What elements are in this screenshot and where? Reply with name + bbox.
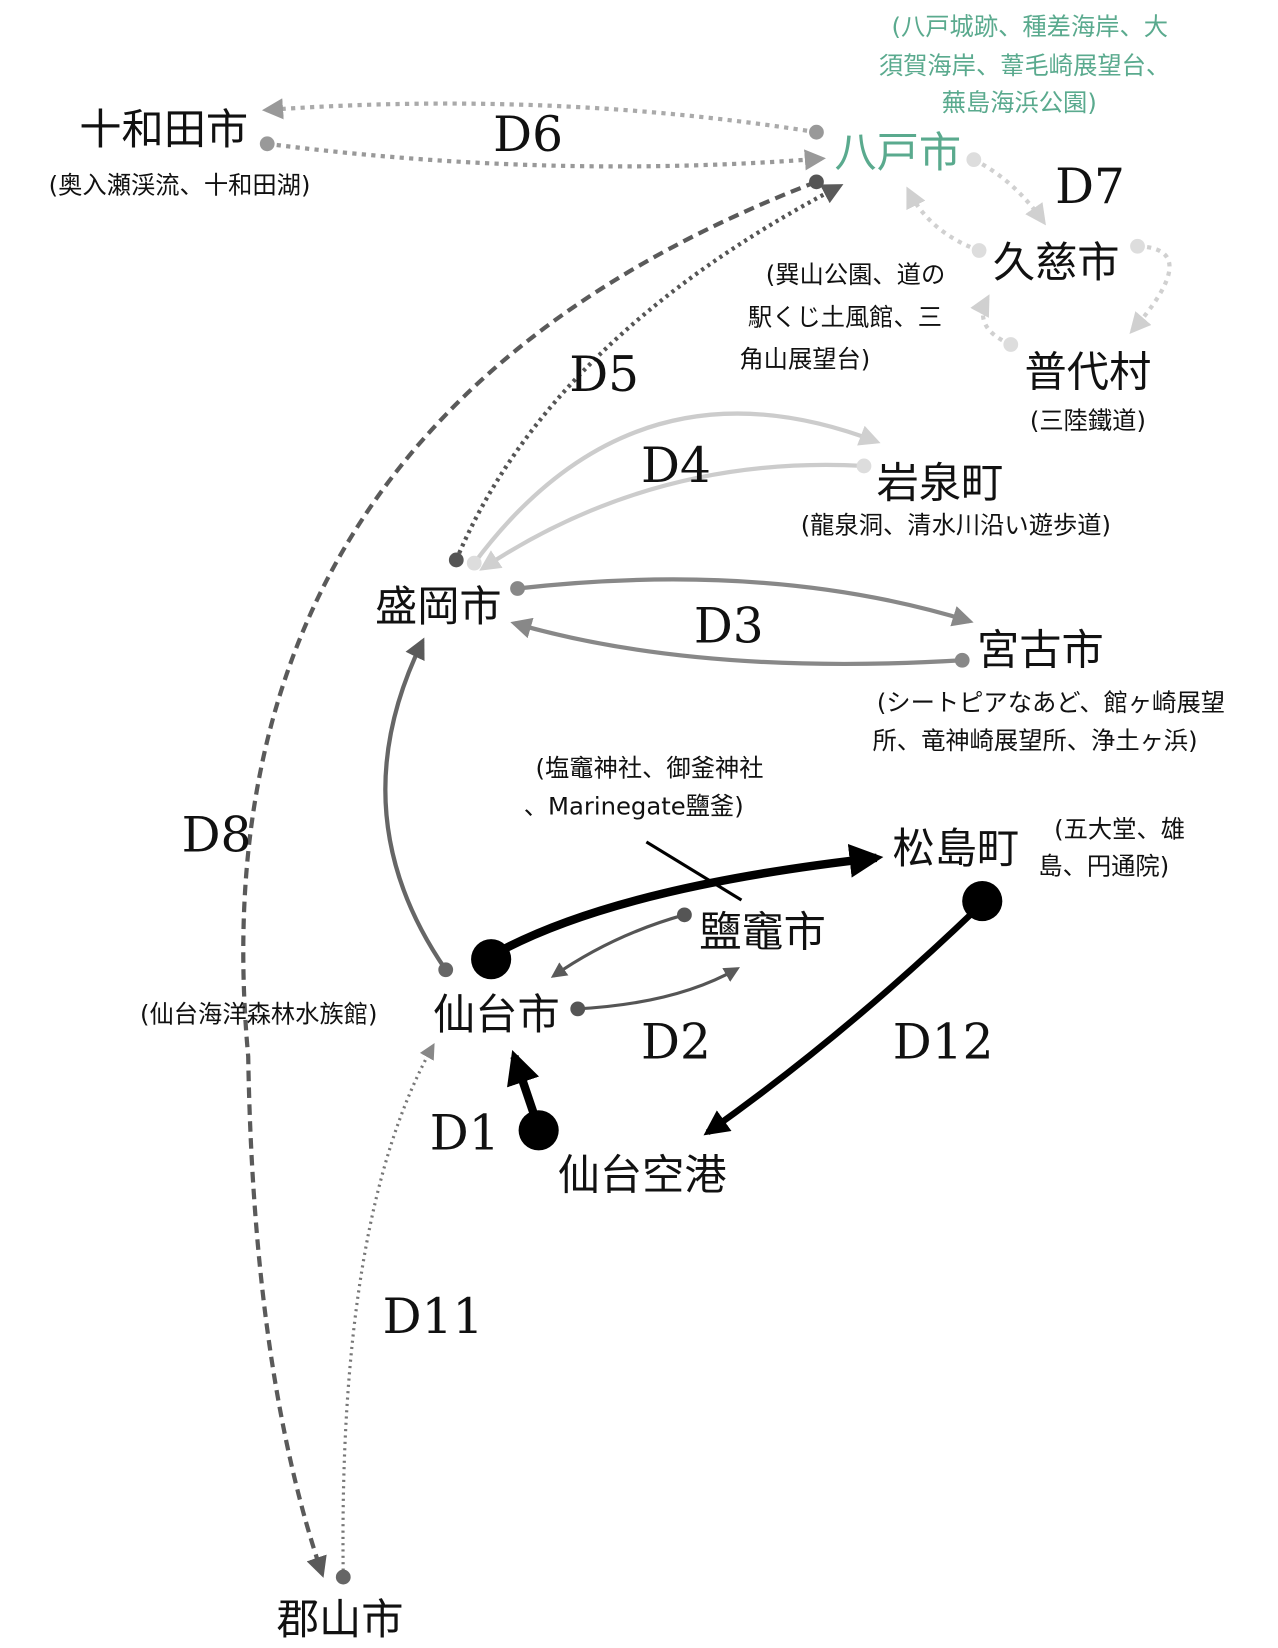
edges <box>241 98 1172 1578</box>
day-label-d11: D11 <box>383 1289 484 1345</box>
edge-d4-morioka-iwaizumi <box>472 411 881 565</box>
note-shiogama-2: 、Marinegate鹽釜) <box>524 791 744 820</box>
edge-sendai-matsushima <box>489 844 884 960</box>
note-miyako-2: 所、竜神崎展望所、浄土ヶ浜) <box>873 726 1198 755</box>
city-miyako: 宮古市 <box>977 626 1104 675</box>
edge-d11-koriyama-sendai <box>341 1043 435 1578</box>
note-matsushima-2: 島、円通院) <box>1038 852 1169 881</box>
note-sendai: (仙台海洋森林水族館) <box>140 1000 377 1029</box>
city-hachinohe: 八戸市 <box>834 128 961 177</box>
edge-d7-fudai-kuji <box>970 294 1012 347</box>
edge-sendai-morioka <box>383 637 448 971</box>
edge-d3-miyako-morioka <box>510 617 963 667</box>
note-shiogama-1: (塩竈神社、御釜神社 <box>536 753 764 782</box>
city-matsushima: 松島町 <box>893 824 1020 873</box>
note-iwaizumi: (龍泉洞、清水川沿い遊歩道) <box>801 511 1111 540</box>
day-label-d4: D4 <box>641 438 711 494</box>
note-fudai: (三陸鐵道) <box>1030 406 1146 435</box>
day-label-d1: D1 <box>430 1105 500 1161</box>
day-label-d12: D12 <box>893 1014 994 1070</box>
note-kuji-3: 角山展望台) <box>739 345 870 374</box>
city-fudai: 普代村 <box>1025 348 1152 397</box>
note-hachinohe-2: 須賀海岸、葦毛崎展望台、 <box>879 51 1170 80</box>
edge-d7-hachinohe-kuji <box>972 157 1046 226</box>
day-label-d8: D8 <box>182 807 252 863</box>
day-label-d2: D2 <box>641 1014 711 1070</box>
note-kuji-1: (巽山公園、道の <box>766 260 945 289</box>
city-koriyama: 郡山市 <box>277 1595 404 1644</box>
day-label-d5: D5 <box>569 347 639 403</box>
edge-d4-iwaizumi-morioka <box>479 462 865 571</box>
day-label-d7: D7 <box>1055 159 1125 215</box>
day-label-d6: D6 <box>493 107 563 163</box>
edge-d5-morioka-hachinohe <box>454 184 844 561</box>
endpoint-dots <box>259 124 1145 1585</box>
city-shiogama: 鹽竈市 <box>699 908 826 957</box>
edge-d2-shiogama-sendai <box>550 913 685 978</box>
edge-d6-towada-hachinohe <box>266 141 826 171</box>
city-iwaizumi: 岩泉町 <box>877 459 1004 508</box>
edge-d2-sendai-shiogama <box>577 967 740 1011</box>
shiogama-note-leader <box>645 840 743 902</box>
city-towada: 十和田市 <box>79 105 248 154</box>
edge-d12-matsushima-airport <box>703 906 980 1136</box>
edge-d7-kuji-fudai <box>1129 244 1172 334</box>
note-miyako-1: (シートピアなあど、館ヶ崎展望 <box>877 688 1225 717</box>
day-label-d3: D3 <box>694 598 764 654</box>
city-sendai-airport: 仙台空港 <box>558 1150 727 1199</box>
city-morioka: 盛岡市 <box>375 582 502 631</box>
note-hachinohe-1: (八戸城跡、種差海岸、大 <box>892 12 1169 41</box>
city-kuji: 久慈市 <box>993 238 1120 287</box>
note-kuji-2: 駅くじ土風館、三 <box>748 302 942 331</box>
note-towada: (奥入瀬渓流、十和田湖) <box>49 170 311 199</box>
note-hachinohe-3: 蕪島海浜公園) <box>942 88 1097 117</box>
edge-d7-kuji-hachinohe <box>906 186 980 253</box>
note-matsushima-1: (五大堂、雄 <box>1054 815 1185 844</box>
edge-d3-morioka-miyako <box>517 577 974 627</box>
city-sendai: 仙台市 <box>433 990 560 1039</box>
edge-d8-hachinohe-koriyama <box>241 179 818 1578</box>
